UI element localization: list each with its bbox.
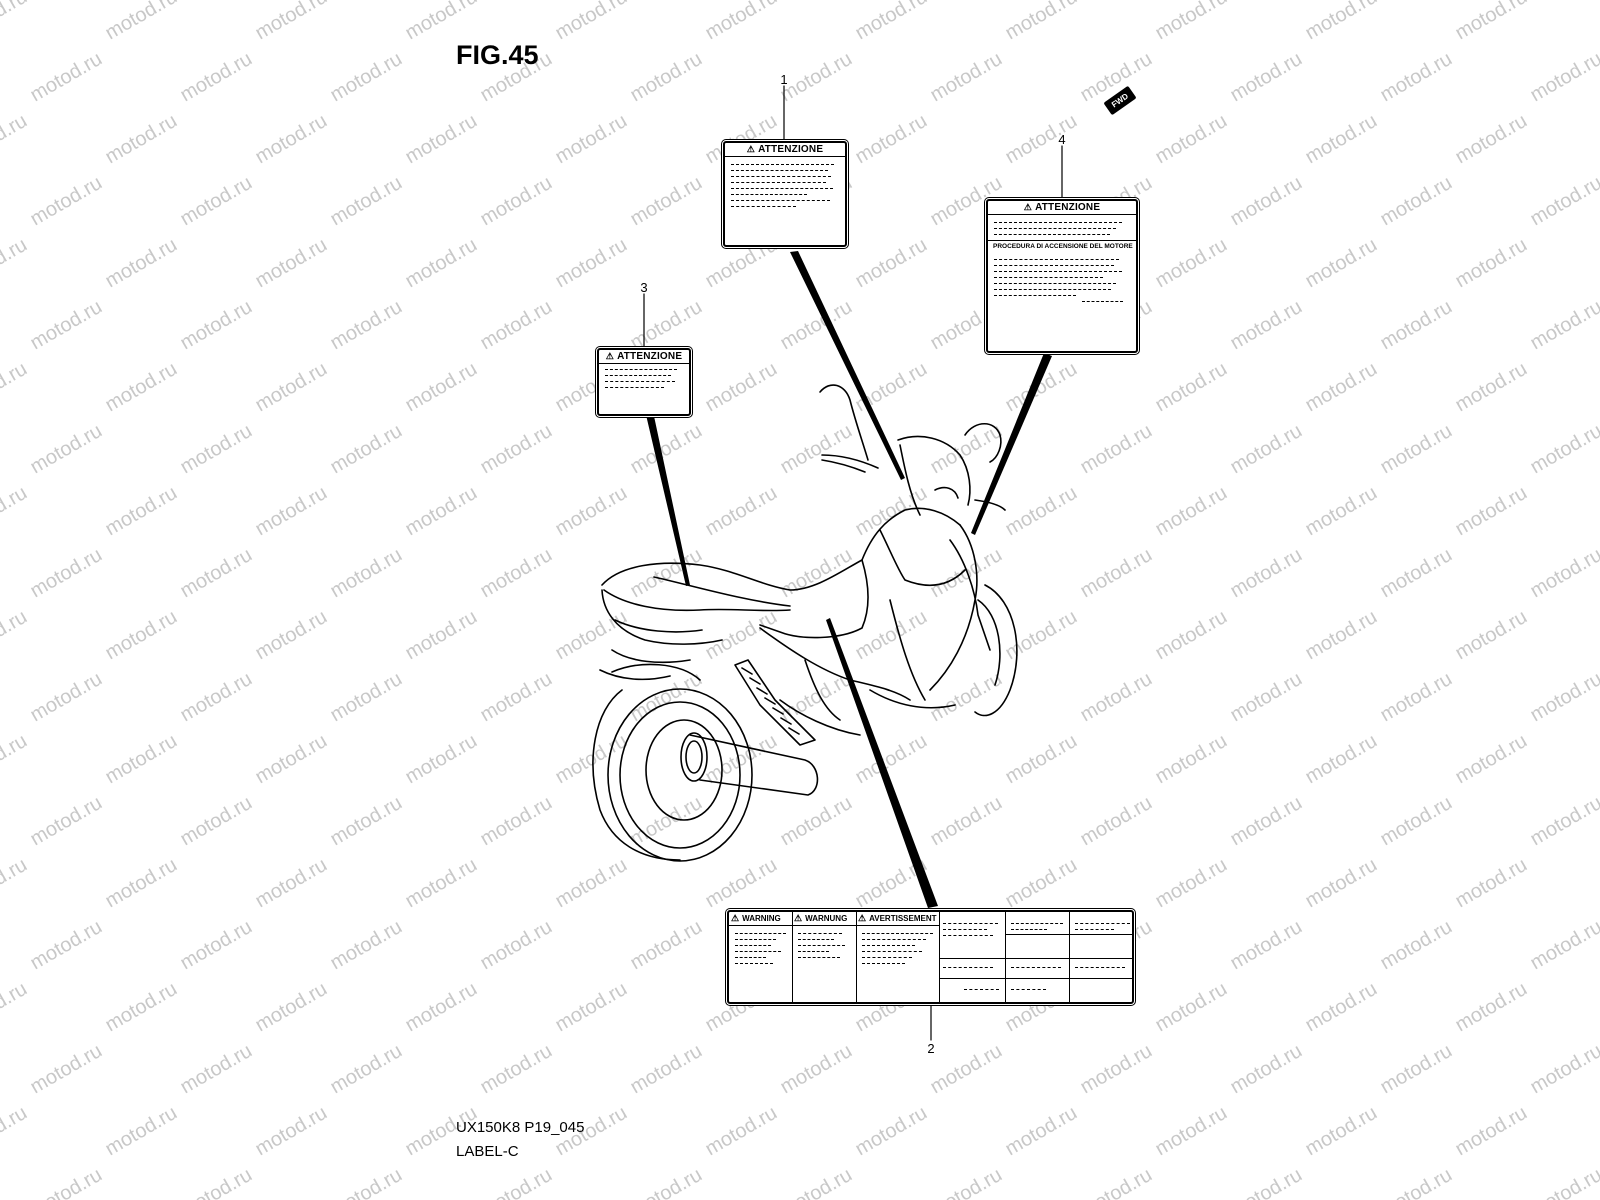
warning-triangle-icon: ⚠ <box>794 913 803 923</box>
label-4-attenzione[interactable]: ⚠ATTENZIONE PROCEDURA DI ACCENSIONE DEL … <box>986 199 1138 353</box>
rear-fender <box>592 689 681 861</box>
warning-triangle-icon: ⚠ <box>731 913 740 923</box>
label-1-heading: ATTENZIONE <box>758 144 824 155</box>
tail-cowl <box>599 589 723 681</box>
label-2-heading-en: WARNING <box>742 914 781 923</box>
label-1-text <box>725 157 845 214</box>
drive-chain <box>734 659 816 746</box>
label-1-attenzione[interactable]: ⚠ATTENZIONE <box>723 141 847 247</box>
figure-group: LABEL-C <box>456 1143 519 1160</box>
label-4-subheading: PROCEDURA DI ACCENSIONE DEL MOTORE <box>988 240 1136 252</box>
rear-wheel <box>607 688 753 862</box>
label-3-attenzione[interactable]: ⚠ATTENZIONE <box>597 348 691 416</box>
leader-lines <box>643 251 1052 908</box>
figure-title: FIG.45 <box>456 40 539 70</box>
label-2-col-warning: ⚠WARNING <box>729 912 793 1002</box>
front-wheel <box>974 584 1018 717</box>
label-2-multilingual[interactable]: ⚠WARNING ⚠WARNUNG ⚠AVERTISSEMENT <box>727 910 1134 1004</box>
callout-1[interactable]: 1 <box>780 72 788 87</box>
label-4-text-bottom <box>988 252 1136 309</box>
exhaust-muffler <box>680 732 819 796</box>
callout-3[interactable]: 3 <box>640 280 648 295</box>
warning-triangle-icon: ⚠ <box>605 351 615 361</box>
front-cowl <box>897 435 971 506</box>
fuel-tank <box>861 507 978 709</box>
seat <box>601 559 869 639</box>
label-3-text <box>599 369 689 395</box>
callout-4[interactable]: 4 <box>1058 132 1066 147</box>
label-4-heading: ATTENZIONE <box>1035 202 1101 213</box>
label-2-tire-table-bottom <box>939 958 1132 1002</box>
callout-lines <box>643 85 1063 1041</box>
warning-triangle-icon: ⚠ <box>1023 202 1033 212</box>
handlebar <box>819 384 1006 511</box>
label-2-col-warnung: ⚠WARNUNG <box>792 912 857 1002</box>
label-2-col-avertissement: ⚠AVERTISSEMENT <box>856 912 940 1002</box>
callout-2[interactable]: 2 <box>927 1041 935 1056</box>
figure-code: UX150K8 P19_045 <box>456 1119 585 1136</box>
warning-triangle-icon: ⚠ <box>746 144 756 154</box>
label-4-text-top <box>988 215 1136 235</box>
label-3-heading: ATTENZIONE <box>617 351 683 362</box>
label-2-heading-fr: AVERTISSEMENT <box>869 914 937 923</box>
label-2-tire-table-top <box>939 912 1132 959</box>
warning-triangle-icon: ⚠ <box>858 913 867 923</box>
label-2-heading-de: WARNUNG <box>805 914 848 923</box>
